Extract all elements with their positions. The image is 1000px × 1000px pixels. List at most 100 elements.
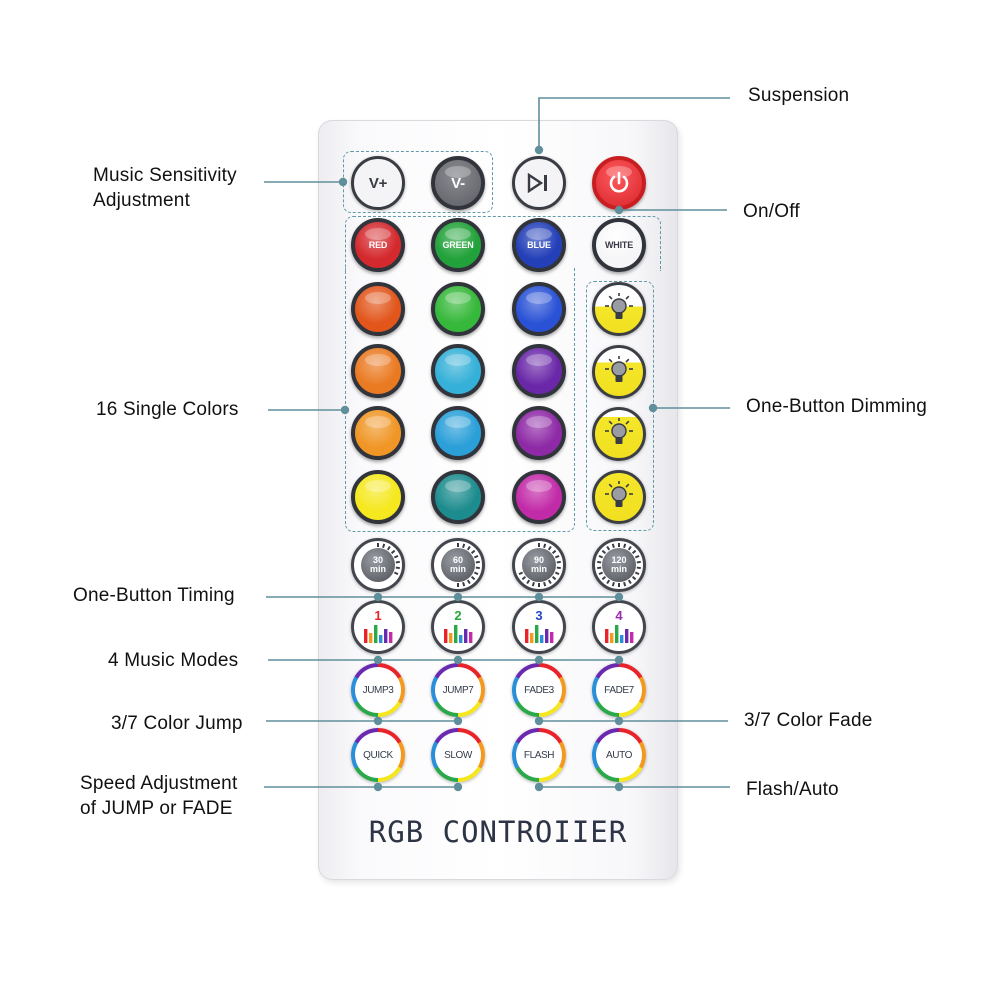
green-button[interactable]: GREEN xyxy=(431,218,485,272)
light-bulb-icon xyxy=(605,480,633,507)
button-label: QUICK xyxy=(363,749,393,761)
brand-label: RGB CONTROIIER xyxy=(368,815,628,849)
callout-music-sensitivity-line2: Adjustment xyxy=(93,190,191,211)
power-icon xyxy=(609,171,629,193)
color-button-r4-c2[interactable] xyxy=(431,470,485,524)
jump7-button[interactable]: JUMP7 xyxy=(431,663,485,717)
leader-dot-music-sensitivity xyxy=(338,177,348,187)
music-mode-1-button[interactable]: 1 xyxy=(351,600,405,654)
leader-dot-speed-1 xyxy=(373,782,383,792)
fade3-button[interactable]: FADE3 xyxy=(512,663,566,717)
button-label: FADE7 xyxy=(604,684,634,696)
music-mode-3-button[interactable]: 3 xyxy=(512,600,566,654)
leader-dot-dimming xyxy=(648,403,658,413)
button-label: AUTO xyxy=(606,749,632,761)
slow-button[interactable]: SLOW xyxy=(431,728,485,782)
callout-suspension: Suspension xyxy=(748,85,850,106)
leader-dot-timing-2 xyxy=(453,592,463,602)
color-button-r1-c1[interactable] xyxy=(351,282,405,336)
button-label: FADE3 xyxy=(524,684,554,696)
volume-up-button[interactable]: V+ xyxy=(351,156,405,210)
dimming-level-3-button[interactable] xyxy=(592,407,646,461)
leader-dot-single-colors xyxy=(340,405,350,415)
equalizer-icon: 2 xyxy=(444,609,473,643)
leader-dot-music-3 xyxy=(534,655,544,665)
color-button-r3-c2[interactable] xyxy=(431,406,485,460)
leader-dot-speed-2 xyxy=(453,782,463,792)
callout-speed-line1: Speed Adjustment xyxy=(80,773,238,794)
timer-unit: min xyxy=(530,564,547,574)
light-bulb-icon xyxy=(605,355,633,382)
auto-button[interactable]: AUTO xyxy=(592,728,646,782)
timer-unit: min xyxy=(449,564,466,574)
color-button-r1-c3[interactable] xyxy=(512,282,566,336)
equalizer-icon: 1 xyxy=(364,609,393,643)
dimming-level-2-button[interactable] xyxy=(592,344,646,399)
button-label: V- xyxy=(451,174,465,192)
svg-text:1: 1 xyxy=(374,609,381,623)
button-label: WHITE xyxy=(605,240,633,250)
music-mode-2-button[interactable]: 2 xyxy=(431,600,485,654)
callout-color-jump: 3/7 Color Jump xyxy=(111,713,243,734)
dimming-level-1-button[interactable] xyxy=(592,282,646,336)
timer-dial-icon xyxy=(377,543,400,576)
leader-suspension xyxy=(538,97,730,150)
leader-dot-on-off xyxy=(614,205,624,215)
music-mode-4-button[interactable]: 4 xyxy=(592,600,646,654)
timer-unit: min xyxy=(369,564,386,574)
color-button-r4-c1[interactable] xyxy=(351,470,405,524)
callout-music-sensitivity: Music Sensitivity Adjustment xyxy=(93,163,237,213)
color-button-r4-c3[interactable] xyxy=(512,470,566,524)
callout-single-colors: 16 Single Colors xyxy=(96,399,239,420)
svg-text:4: 4 xyxy=(615,609,623,623)
color-button-r2-c3[interactable] xyxy=(512,344,566,398)
button-label: V+ xyxy=(368,174,388,192)
color-button-r1-c2[interactable] xyxy=(431,282,485,336)
color-button-r3-c1[interactable] xyxy=(351,406,405,460)
leader-dot-suspension xyxy=(534,145,544,155)
red-button[interactable]: RED xyxy=(351,218,405,272)
timer-value: 30 xyxy=(372,555,383,565)
flash-button[interactable]: FLASH xyxy=(512,728,566,782)
quick-button[interactable]: QUICK xyxy=(351,728,405,782)
timer-value: 60 xyxy=(452,555,463,565)
white-button[interactable]: WHITE xyxy=(592,218,646,272)
play-pause-button[interactable] xyxy=(512,156,566,210)
leader-dot-timing-3 xyxy=(534,592,544,602)
callout-music-sensitivity-line1: Music Sensitivity xyxy=(93,165,237,186)
leader-dot-auto xyxy=(614,782,624,792)
color-button-r2-c1[interactable] xyxy=(351,344,405,398)
color-button-r3-c3[interactable] xyxy=(512,406,566,460)
color-button-r2-c2[interactable] xyxy=(431,344,485,398)
jump3-button[interactable]: JUMP3 xyxy=(351,663,405,717)
power-button[interactable] xyxy=(592,156,646,210)
leader-dot-timing-4 xyxy=(614,592,624,602)
button-label: GREEN xyxy=(442,240,474,250)
leader-dot-jump-1 xyxy=(373,716,383,726)
callout-music-modes: 4 Music Modes xyxy=(108,650,239,671)
equalizer-icon: 3 xyxy=(525,609,554,643)
timer-value: 120 xyxy=(611,555,627,565)
leader-dot-music-2 xyxy=(453,655,463,665)
svg-text:3: 3 xyxy=(535,609,542,623)
button-label: JUMP7 xyxy=(442,684,474,696)
timer-dial-icon xyxy=(518,543,561,587)
blue-button[interactable]: BLUE xyxy=(512,218,566,272)
dimming-level-4-button[interactable] xyxy=(592,469,646,524)
button-label: BLUE xyxy=(527,240,551,250)
timer-value: 90 xyxy=(533,555,544,565)
button-label: JUMP3 xyxy=(362,684,394,696)
button-label: SLOW xyxy=(444,749,472,761)
volume-down-button[interactable]: V- xyxy=(431,156,485,210)
callout-on-off: On/Off xyxy=(743,201,800,222)
fade7-button[interactable]: FADE7 xyxy=(592,663,646,717)
